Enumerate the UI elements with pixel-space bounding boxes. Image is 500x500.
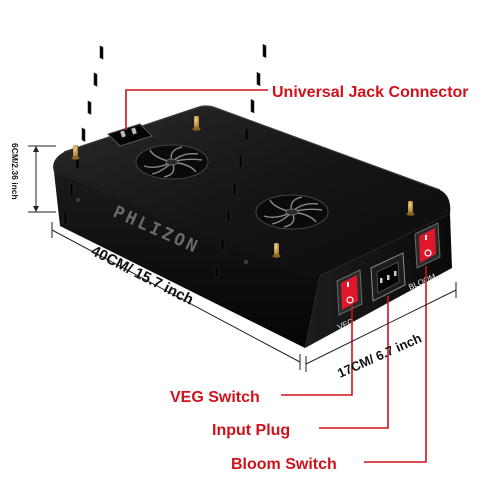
power-symbol-icon (346, 282, 354, 304)
fan-icon (135, 144, 209, 180)
callout-jack-label: Universal Jack Connector (272, 84, 469, 101)
callout-input-plug: Input Plug (212, 296, 389, 439)
callout-bloom: Bloom Switch (231, 266, 427, 473)
dimension-height-label: 6CM/2.36 inch (10, 143, 20, 200)
fan-icon (255, 194, 329, 230)
universal-jack-connector (107, 123, 153, 147)
callout-bloom-label: Bloom Switch (231, 456, 337, 473)
screw (75, 197, 81, 203)
screw (243, 259, 249, 265)
callout-veg-label: VEG Switch (170, 389, 260, 406)
hanging-pins (71, 116, 415, 258)
callout-jack: Universal Jack Connector (125, 84, 469, 130)
callout-input-plug-label: Input Plug (212, 422, 290, 439)
front-side (54, 172, 320, 348)
grow-light-body: PHLIZON (53, 43, 452, 348)
callout-veg: VEG Switch (170, 305, 353, 406)
power-symbol-icon (424, 235, 432, 257)
dimension-width-label: 17CM/ 6.7 inch (335, 330, 424, 380)
input-plug[interactable] (370, 252, 406, 302)
dimension-height: 6CM/2.36 inch (10, 143, 56, 213)
bloom-switch[interactable] (414, 222, 441, 269)
veg-switch[interactable] (336, 269, 363, 316)
